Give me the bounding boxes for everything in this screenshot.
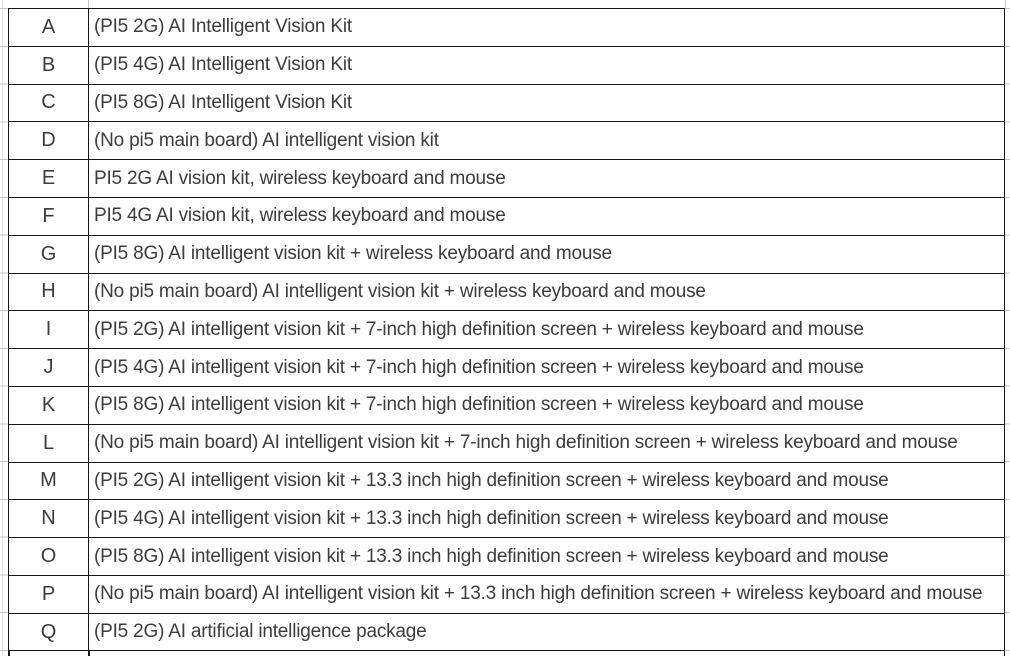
row-key-cell[interactable]: H	[9, 273, 89, 311]
row-key-cell[interactable]: A	[9, 9, 89, 46]
row-key-label: A	[41, 15, 56, 38]
row-desc-label: (PI5 8G) AI Intelligent Vision Kit	[94, 91, 352, 113]
table-row: F PI5 4G AI vision kit, wireless keyboar…	[9, 197, 1004, 236]
row-key-label: M	[40, 469, 57, 492]
row-desc-label: PI5 2G AI vision kit, wireless keyboard …	[94, 167, 506, 189]
row-desc-label: (PI5 8G) AI intelligent vision kit + 7-i…	[94, 394, 864, 416]
table-row: M (PI5 2G) AI intelligent vision kit + 1…	[9, 462, 1004, 501]
table-row: N (PI5 4G) AI intelligent vision kit + 1…	[9, 500, 1004, 539]
table-row: E PI5 2G AI vision kit, wireless keyboar…	[9, 160, 1004, 198]
row-key-cell[interactable]: J	[9, 349, 89, 386]
row-key-cell[interactable]: O	[9, 538, 89, 575]
row-key-cell[interactable]: F	[9, 197, 89, 235]
row-desc-cell[interactable]: (No pi5 main board) AI intelligent visio…	[89, 274, 1004, 311]
row-desc-cell[interactable]: (No pi5 main board) AI intelligent visio…	[89, 122, 1004, 159]
row-desc-cell[interactable]: PI5 4G AI vision kit, wireless keyboard …	[89, 198, 1004, 235]
row-key-label: B	[41, 53, 56, 76]
row-desc-label: (PI5 4G) AI Intelligent Vision Kit	[94, 54, 352, 76]
row-desc-cell[interactable]: (PI5 4G) AI Intelligent Vision Kit	[89, 47, 1004, 84]
row-desc-cell[interactable]: (PI5 4G) AI intelligent vision kit + 7-i…	[89, 349, 1004, 386]
row-desc-cell[interactable]: (No pi5 main board) AI intelligent visio…	[89, 425, 1004, 462]
row-desc-cell[interactable]: (PI5 2G) AI artificial intelligence pack…	[89, 614, 1004, 651]
table-row: C (PI5 8G) AI Intelligent Vision Kit	[9, 84, 1004, 123]
row-desc-label: (PI5 2G) AI intelligent vision kit + 13.…	[94, 469, 889, 491]
row-desc-cell[interactable]: (PI5 4G) AI intelligent vision kit + 13.…	[89, 500, 1004, 537]
row-key-cell[interactable]: M	[9, 462, 89, 500]
row-key-label: N	[41, 507, 56, 530]
row-desc-cell[interactable]: (PI5 8G) AI intelligent vision kit + wir…	[89, 236, 1004, 273]
row-key-cell[interactable]: L	[9, 424, 89, 462]
table-row: Q (PI5 2G) AI artificial intelligence pa…	[9, 613, 1004, 652]
row-key-cell[interactable]: Q	[9, 613, 89, 651]
row-key-cell[interactable]: D	[9, 122, 89, 160]
row-desc-label: (No pi5 main board) AI intelligent visio…	[94, 432, 958, 454]
row-desc-cell[interactable]: (No pi5 main board) AI intelligent visio…	[89, 576, 1004, 613]
row-key-label: J	[43, 356, 54, 379]
row-key-cell[interactable]: E	[9, 160, 89, 197]
table-row: G (PI5 8G) AI intelligent vision kit + w…	[9, 235, 1004, 274]
table-row: L (No pi5 main board) AI intelligent vis…	[9, 424, 1004, 463]
row-desc-cell[interactable]: (PI5 2G) AI Intelligent Vision Kit	[89, 9, 1004, 46]
row-desc-label: (PI5 8G) AI intelligent vision kit + 13.…	[94, 545, 889, 567]
gridline-ticks-left	[0, 8, 8, 656]
row-key-cell[interactable]: B	[9, 46, 89, 84]
row-desc-label: PI5 4G AI vision kit, wireless keyboard …	[94, 205, 506, 227]
row-key-label: L	[42, 431, 55, 454]
row-key-label: F	[42, 204, 55, 227]
table-row: B (PI5 4G) AI Intelligent Vision Kit	[9, 46, 1004, 85]
table-row: P (No pi5 main board) AI intelligent vis…	[9, 575, 1004, 614]
row-key-cell[interactable]: I	[9, 311, 89, 349]
row-key-label: I	[45, 318, 52, 341]
row-key-label: H	[41, 280, 56, 303]
partial-next-row-column-divider	[88, 649, 90, 656]
row-key-label: Q	[40, 620, 57, 643]
table-row: J (PI5 4G) AI intelligent vision kit + 7…	[9, 349, 1004, 387]
row-key-label: C	[41, 91, 56, 114]
row-desc-label: (PI5 4G) AI intelligent vision kit + 13.…	[94, 507, 889, 529]
row-key-label: K	[41, 393, 56, 416]
row-desc-cell[interactable]: PI5 2G AI vision kit, wireless keyboard …	[89, 160, 1004, 197]
partial-next-row-right-border	[1003, 649, 1005, 656]
row-desc-cell[interactable]: (PI5 2G) AI intelligent vision kit + 7-i…	[89, 311, 1004, 348]
row-key-cell[interactable]: G	[9, 235, 89, 273]
row-desc-cell[interactable]: (PI5 8G) AI intelligent vision kit + 13.…	[89, 538, 1004, 575]
row-key-label: D	[41, 129, 56, 152]
row-desc-label: (PI5 2G) AI artificial intelligence pack…	[94, 621, 427, 643]
row-desc-cell[interactable]: (PI5 8G) AI intelligent vision kit + 7-i…	[89, 387, 1004, 424]
table-row: I (PI5 2G) AI intelligent vision kit + 7…	[9, 311, 1004, 350]
row-desc-label: (PI5 2G) AI Intelligent Vision Kit	[94, 16, 352, 38]
table-row: O (PI5 8G) AI intelligent vision kit + 1…	[9, 538, 1004, 576]
gridline-ticks-right	[1005, 8, 1010, 656]
product-options-table: A (PI5 2G) AI Intelligent Vision Kit B (…	[8, 8, 1005, 652]
row-desc-label: (No pi5 main board) AI intelligent visio…	[94, 129, 439, 151]
row-key-label: G	[40, 242, 57, 265]
row-key-label: P	[41, 582, 56, 605]
row-desc-label: (No pi5 main board) AI intelligent visio…	[94, 280, 706, 302]
row-desc-label: (PI5 8G) AI intelligent vision kit + wir…	[94, 243, 612, 265]
row-key-label: O	[40, 545, 57, 567]
partial-next-row-left-border	[8, 649, 10, 656]
row-key-cell[interactable]: K	[9, 386, 89, 424]
row-key-cell[interactable]: P	[9, 575, 89, 613]
table-row: K (PI5 8G) AI intelligent vision kit + 7…	[9, 386, 1004, 425]
row-desc-label: (PI5 2G) AI intelligent vision kit + 7-i…	[94, 318, 864, 340]
row-desc-cell[interactable]: (PI5 2G) AI intelligent vision kit + 13.…	[89, 463, 1004, 500]
row-key-cell[interactable]: N	[9, 500, 89, 538]
table-row: D (No pi5 main board) AI intelligent vis…	[9, 122, 1004, 161]
table-row: H (No pi5 main board) AI intelligent vis…	[9, 273, 1004, 312]
row-key-label: E	[41, 167, 56, 190]
row-key-cell[interactable]: C	[9, 84, 89, 122]
gridline-above-column-divider	[88, 0, 89, 9]
gridline-above-right-border	[1005, 0, 1006, 9]
row-desc-label: (No pi5 main board) AI intelligent visio…	[94, 583, 983, 605]
row-desc-label: (PI5 4G) AI intelligent vision kit + 7-i…	[94, 356, 864, 378]
row-desc-cell[interactable]: (PI5 8G) AI Intelligent Vision Kit	[89, 85, 1004, 122]
table-row: A (PI5 2G) AI Intelligent Vision Kit	[9, 9, 1004, 47]
